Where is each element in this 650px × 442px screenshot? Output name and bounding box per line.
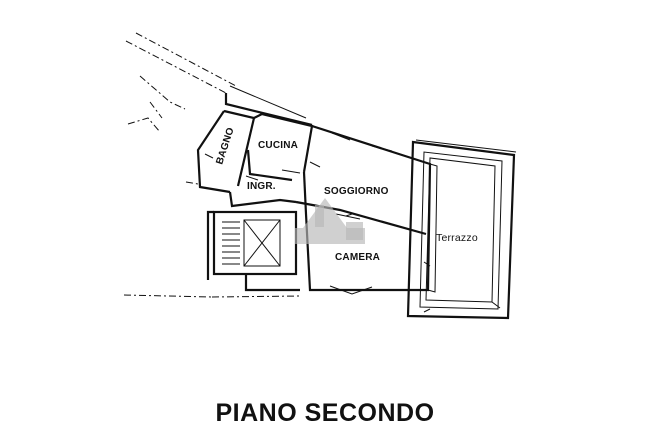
room-label-camera: CAMERA [335, 252, 380, 263]
room-label-bagno: BAGNO [214, 126, 236, 166]
boundary-dashed-lines [123, 32, 301, 298]
page-title: PIANO SECONDO [215, 399, 435, 427]
room-label-terrazzo: Terrazzo [436, 232, 478, 244]
room-label-ingresso: INGR. [247, 181, 276, 192]
terrace-walls [406, 139, 517, 320]
room-label-cucina: CUCINA [258, 140, 298, 151]
room-label-soggiorno: SOGGIORNO [324, 186, 389, 197]
staircase [206, 210, 300, 292]
building-logo-watermark-icon [295, 198, 365, 244]
main-block-walls [295, 124, 438, 295]
left-wing-walls [196, 85, 314, 208]
